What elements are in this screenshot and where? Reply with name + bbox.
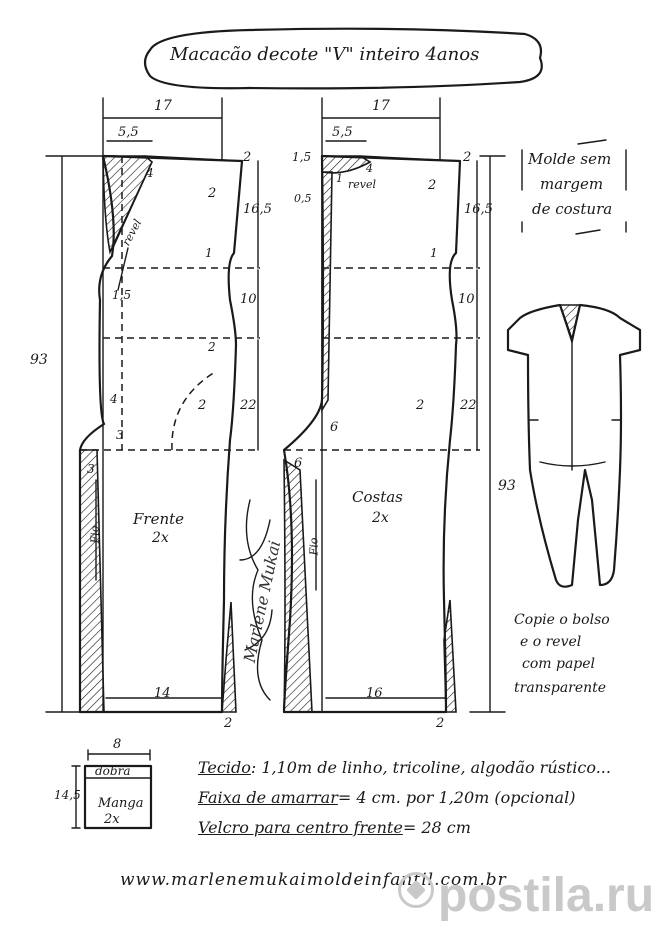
sleeve-piece xyxy=(71,749,153,830)
front-neck: 5,5 xyxy=(118,125,139,140)
back-measure-10: 22 xyxy=(460,398,477,413)
note-fabric: Tecido: 1,10m de linho, tricoline, algod… xyxy=(198,758,611,777)
note-box-frame xyxy=(521,139,627,235)
note-fabric-key: Tecido xyxy=(198,758,251,777)
note-strap: Faixa de amarrar= 4 cm. por 1,20m (opcio… xyxy=(198,788,575,807)
front-measure-12: 14 xyxy=(154,686,171,701)
sleeve-height: 14,5 xyxy=(54,788,81,802)
watermark: postila.ru xyxy=(438,869,655,922)
note-strap-value: = 4 cm. por 1,20m (opcional) xyxy=(337,788,576,807)
copy-line-2: com papel xyxy=(522,656,596,672)
note-strap-key: Faixa de amarrar xyxy=(198,788,338,807)
note-velcro-key: Velcro para centro frente xyxy=(198,818,403,837)
front-measure-3: 1 xyxy=(205,246,213,260)
sleeve-fold: dobra xyxy=(95,764,131,778)
back-measure-14: 2 xyxy=(436,716,445,731)
back-measure-4: 0,5 xyxy=(294,192,312,205)
front-measure-14: 4 xyxy=(146,166,154,180)
front-count: 2x xyxy=(152,530,169,546)
watermark-icon xyxy=(398,872,434,908)
front-measure-6: 2 xyxy=(208,340,216,354)
copy-line-3: transparente xyxy=(514,680,607,696)
front-piece xyxy=(45,97,260,714)
note-line-0: Molde sem xyxy=(528,150,612,168)
note-line-1: margem xyxy=(540,175,604,193)
front-fio: Fio xyxy=(88,525,102,544)
back-measure-0: 1,5 xyxy=(292,150,312,164)
front-label: Frente xyxy=(133,510,185,528)
back-measure-7: 1 xyxy=(430,246,438,260)
note-velcro-value: = 28 cm xyxy=(402,818,471,837)
title-frame xyxy=(143,27,543,90)
front-measure-0: 2 xyxy=(243,150,252,165)
front-measure-13: 2 xyxy=(224,716,233,731)
front-measure-5: 10 xyxy=(240,292,257,307)
back-measure-13: 16 xyxy=(366,686,383,701)
sleeve-width: 8 xyxy=(113,737,122,752)
back-measure-11: 6 xyxy=(330,420,339,435)
copy-line-0: Copie o bolso xyxy=(514,612,610,628)
back-label: Costas xyxy=(352,488,403,506)
total-height-right: 93 xyxy=(498,478,516,494)
back-neck: 5,5 xyxy=(332,125,353,140)
note-fabric-value: : 1,10m de linho, tricoline, algodão rús… xyxy=(250,758,611,777)
front-width: 17 xyxy=(154,98,172,114)
back-fio: Fio xyxy=(307,537,321,556)
back-measure-8: 10 xyxy=(458,292,475,307)
copy-line-1: e o revel xyxy=(520,634,582,650)
sleeve-label: Manga xyxy=(98,796,144,811)
back-measure-6: 16,5 xyxy=(464,202,493,217)
front-measure-7: 2 xyxy=(198,398,207,413)
page-title: Macacão decote "V" inteiro 4anos xyxy=(170,44,480,65)
front-measure-1: 2 xyxy=(208,186,217,201)
sleeve-count: 2x xyxy=(104,812,120,827)
signature-mark xyxy=(239,499,273,701)
back-measure-2: 4 xyxy=(366,162,373,175)
front-measure-4: 1,5 xyxy=(112,288,132,302)
back-count: 2x xyxy=(372,510,389,526)
back-measure-1: 2 xyxy=(463,150,472,165)
front-measure-8: 22 xyxy=(240,398,257,413)
front-measure-11: 3 xyxy=(87,462,95,476)
back-measure-12: 6 xyxy=(294,456,303,471)
front-measure-2: 16,5 xyxy=(243,202,272,217)
back-measure-3: 1 xyxy=(336,172,343,185)
back-piece xyxy=(282,97,506,714)
front-measure-10: 3 xyxy=(116,428,124,442)
front-measure-9: 4 xyxy=(110,392,118,406)
back-measure-9: 2 xyxy=(416,398,425,413)
note-velcro: Velcro para centro frente= 28 cm xyxy=(198,818,471,837)
jumpsuit-sketch xyxy=(506,303,642,588)
back-measure-5: 2 xyxy=(428,178,437,193)
note-line-2: de costura xyxy=(532,200,613,218)
back-revel: revel xyxy=(348,178,377,191)
back-width: 17 xyxy=(372,98,390,114)
total-height: 93 xyxy=(30,352,48,368)
